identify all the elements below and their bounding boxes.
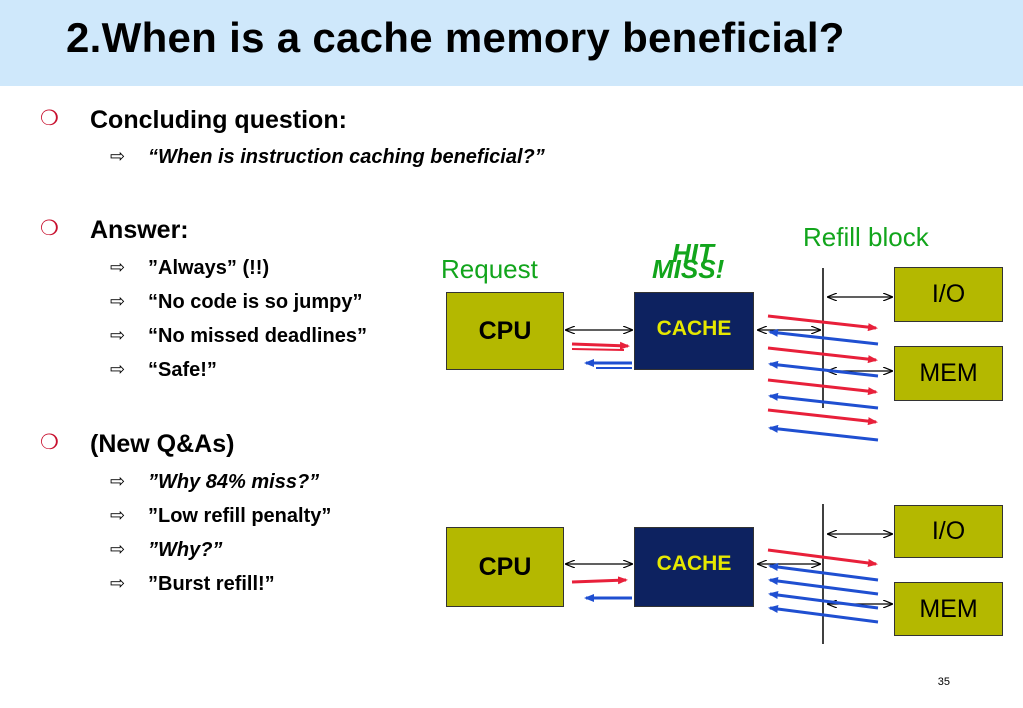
list-item-text: ”Why 84% miss?” <box>148 471 320 493</box>
hollow-arrow-bullet-icon: ⇨ <box>110 359 126 379</box>
request-arrow <box>571 341 630 350</box>
io-box: I/O <box>894 505 1003 558</box>
hollow-arrow-bullet-icon: ⇨ <box>110 471 126 491</box>
mem-box: MEM <box>894 582 1003 636</box>
request-label: Request <box>441 254 538 284</box>
slide-title: 2.When is a cache memory beneficial? <box>66 14 845 61</box>
list-item-text: “No missed deadlines” <box>148 325 367 347</box>
hollow-arrow-bullet-icon: ⇨ <box>110 257 126 277</box>
hollow-arrow-bullet-icon: ⇨ <box>110 146 126 166</box>
section-heading: (New Q&As) <box>90 430 235 458</box>
circle-bullet-icon: ❍ <box>40 431 59 454</box>
hollow-arrow-bullet-icon: ⇨ <box>110 325 126 345</box>
list-item-text: “Safe!” <box>148 359 217 381</box>
list-item-text: ”Why?” <box>148 539 223 561</box>
page-number: 35 <box>937 676 950 688</box>
list-item-text: “When is instruction caching beneficial?… <box>148 146 545 168</box>
hollow-arrow-bullet-icon: ⇨ <box>110 505 126 525</box>
io-box: I/O <box>894 267 1003 322</box>
list-item-text: ”Burst refill!” <box>148 573 275 595</box>
request-arrow <box>571 576 628 585</box>
title-bar <box>0 0 1023 86</box>
cpu-box: CPU <box>446 527 564 607</box>
hollow-arrow-bullet-icon: ⇨ <box>110 291 126 311</box>
hollow-arrow-bullet-icon: ⇨ <box>110 573 126 593</box>
list-item-text: ”Low refill penalty” <box>148 505 332 527</box>
hit-label: HIT <box>672 238 714 268</box>
section-heading: Concluding question: <box>90 106 347 134</box>
refill-block-label: Refill block <box>803 222 929 252</box>
cache-box: CACHE <box>634 527 754 607</box>
mem-box: MEM <box>894 346 1003 401</box>
list-item-text: ”Always” (!!) <box>148 257 270 279</box>
circle-bullet-icon: ❍ <box>40 217 59 240</box>
cache-box: CACHE <box>634 292 754 370</box>
section-heading: Answer: <box>90 216 189 244</box>
hollow-arrow-bullet-icon: ⇨ <box>110 539 126 559</box>
cpu-box: CPU <box>446 292 564 370</box>
circle-bullet-icon: ❍ <box>40 107 59 130</box>
list-item-text: “No code is so jumpy” <box>148 291 363 313</box>
miss-label: MISS! <box>652 254 725 284</box>
